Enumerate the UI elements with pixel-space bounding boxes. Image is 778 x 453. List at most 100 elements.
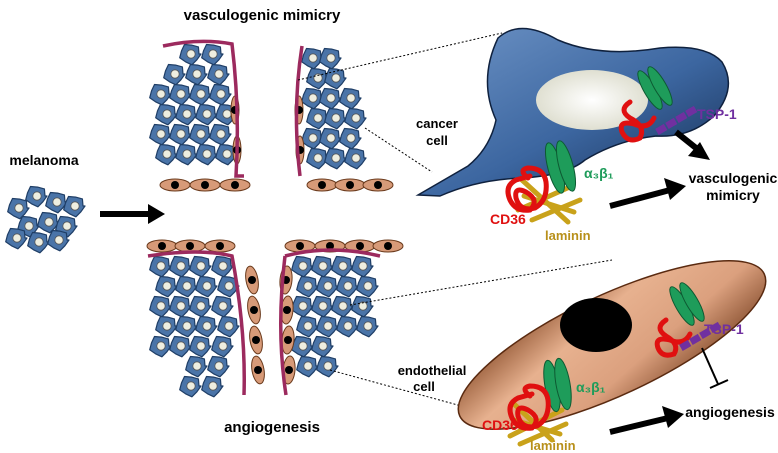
zoom-lines <box>297 32 613 411</box>
vm-cell <box>169 123 192 146</box>
vm-cell <box>324 147 347 170</box>
angio-vessel <box>146 239 404 398</box>
angio-endothelial-cell <box>204 239 236 253</box>
angio-cell <box>316 355 339 378</box>
angio-cell <box>149 255 172 278</box>
angio-cell <box>169 255 192 278</box>
vm-outcome-label-1: vasculogenic <box>689 170 778 186</box>
vm-cell <box>301 47 324 70</box>
tsp1-bottom-label: TSP-1 <box>704 321 744 337</box>
melanoma-cell <box>63 195 86 218</box>
vm-endothelial-cell <box>159 178 191 192</box>
vm-cell <box>195 143 218 166</box>
angio-cell <box>311 335 334 358</box>
melanoma-cell <box>27 231 50 254</box>
angio-cell <box>351 255 374 278</box>
angio-basement-membrane-left <box>147 250 246 396</box>
integrin-bottom-label: α₃β₁ <box>576 379 606 395</box>
melanoma-cell <box>45 191 68 214</box>
vm-cell <box>207 63 230 86</box>
melanoma-label: melanoma <box>9 152 78 168</box>
vm-cell <box>149 83 172 106</box>
angio-wall-cell <box>280 295 294 325</box>
angio-cell <box>169 295 192 318</box>
integrin-top-label: α₃β₁ <box>584 165 614 181</box>
vm-cell <box>306 107 329 130</box>
angio-cell <box>356 315 379 338</box>
angio-cell <box>296 355 319 378</box>
vm-cell <box>301 127 324 150</box>
laminin-top-label: laminin <box>545 228 591 243</box>
angio-cell <box>291 335 314 358</box>
bottom-tsp1-complex <box>654 282 722 358</box>
angio-title: angiogenesis <box>224 419 320 436</box>
angio-cell <box>316 275 339 298</box>
vm-cell <box>209 123 232 146</box>
cancer-cell-label-2: cell <box>426 133 448 148</box>
angio-cell <box>331 255 354 278</box>
angio-cell <box>149 335 172 358</box>
vm-title: vasculogenic mimicry <box>184 7 341 24</box>
arrow-to-angio <box>609 406 684 435</box>
arrow-to-vm <box>609 178 686 209</box>
vm-cell <box>201 43 224 66</box>
angio-cell <box>189 255 212 278</box>
endo-cell-label-1: endothelial <box>398 363 467 378</box>
vm-cell <box>209 83 232 106</box>
angio-cell <box>189 335 212 358</box>
vm-cell <box>319 127 342 150</box>
vm-cell <box>319 47 342 70</box>
vm-basement-membrane-left <box>162 39 244 178</box>
vm-cell <box>301 87 324 110</box>
angio-cell <box>217 275 240 298</box>
vm-endothelial-cell <box>219 178 251 192</box>
vm-endothelial-cell <box>189 178 221 192</box>
cd36-bottom-label: CD36 <box>482 417 518 433</box>
vm-cell <box>319 87 342 110</box>
vm-cell <box>155 103 178 126</box>
vm-cell <box>324 67 347 90</box>
vm-cell <box>189 123 212 146</box>
vm-cell <box>344 147 367 170</box>
vm-cell <box>185 63 208 86</box>
angio-cell <box>175 275 198 298</box>
vm-cell <box>169 83 192 106</box>
angio-cell <box>356 275 379 298</box>
angio-cell <box>217 315 240 338</box>
angio-cell <box>296 275 319 298</box>
bottom-cd36 <box>507 383 551 431</box>
vm-cell <box>306 67 329 90</box>
top-cd36 <box>505 165 549 213</box>
angio-cell <box>291 295 314 318</box>
angio-cell <box>291 255 314 278</box>
melanoma-arrow <box>100 204 165 224</box>
endothelial-cell-nucleus <box>560 298 632 352</box>
angio-wall-cell <box>282 355 296 385</box>
angio-cell <box>175 315 198 338</box>
melanoma-cell <box>7 197 30 220</box>
vm-cell <box>324 107 347 130</box>
vm-basement-membrane-right <box>294 45 304 177</box>
angio-cell <box>316 315 339 338</box>
melanoma-cluster <box>5 185 86 254</box>
angio-cell <box>189 295 212 318</box>
bottom-integrin <box>543 357 572 413</box>
angio-endothelial-cell <box>372 239 404 253</box>
angio-cell <box>179 375 202 398</box>
angio-cell <box>201 375 224 398</box>
vm-cell <box>149 123 172 146</box>
angio-cell <box>155 275 178 298</box>
angio-wall-cell <box>247 295 261 325</box>
angio-wall-cell <box>249 325 263 355</box>
angio-wall-cell <box>251 355 265 385</box>
angio-cell <box>211 335 234 358</box>
laminin-bottom-label: laminin <box>530 438 576 453</box>
angio-cell <box>155 315 178 338</box>
angio-cell <box>195 275 218 298</box>
vm-cell <box>339 127 362 150</box>
angio-cell <box>331 295 354 318</box>
angio-cell <box>185 355 208 378</box>
angio-cell <box>169 335 192 358</box>
angio-wall-cell <box>245 265 259 295</box>
